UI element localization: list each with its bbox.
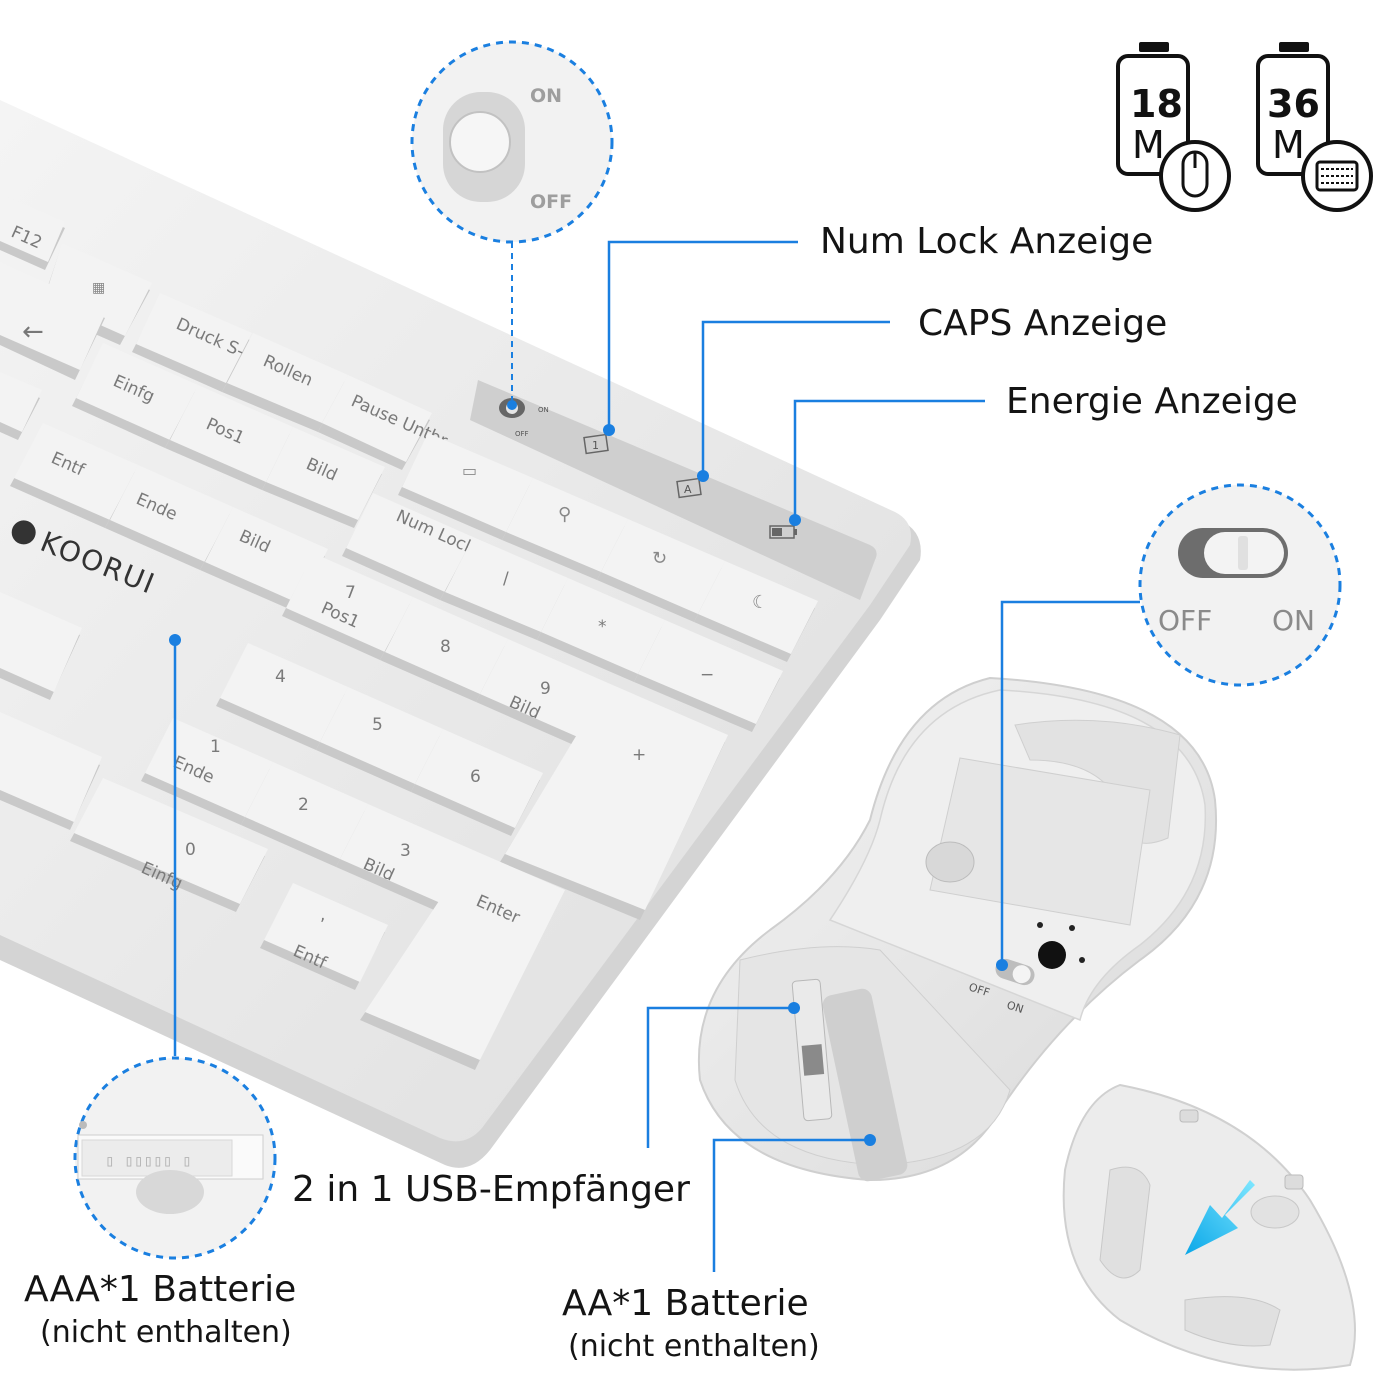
key-1-label: 1: [210, 737, 221, 757]
num-lock-indicator: 1: [583, 433, 609, 455]
mouse-icon: [1181, 150, 1209, 198]
calculator-icon: ▦: [92, 280, 105, 296]
slide-arrow-icon: [1185, 1180, 1255, 1255]
key-minus[interactable]: −: [634, 620, 783, 732]
svg-text:A: A: [684, 483, 692, 496]
key-comma-label: ,: [320, 905, 325, 925]
key-7-label: 7: [345, 583, 356, 603]
key-2[interactable]: 2: [241, 762, 368, 867]
key-left-edge-1[interactable]: [0, 592, 82, 700]
indicator-panel: [470, 380, 877, 600]
key-einfg[interactable]: Einfg: [72, 343, 198, 448]
num-lock-label: Num Lock Anzeige: [820, 221, 1154, 262]
svg-text:▯ ▯▯▯▯▯ ▯: ▯ ▯▯▯▯▯ ▯: [105, 1151, 192, 1170]
key-1[interactable]: 1 Ende: [141, 718, 273, 825]
caps-indicator: A: [676, 477, 702, 499]
zoom-on-label: ON: [530, 85, 562, 107]
monitor-icon: ▭: [462, 461, 477, 480]
key-ende[interactable]: Ende: [105, 465, 233, 570]
key-5-label: 5: [372, 715, 383, 735]
key-plus-label: +: [632, 745, 646, 765]
key-left-edge-3[interactable]: [0, 372, 42, 440]
battery-badge-mouse-number: 18: [1130, 82, 1183, 126]
key-entf[interactable]: Entf: [10, 423, 138, 528]
backspace-arrow-icon: ←: [22, 317, 44, 347]
callout-lines: [169, 240, 1140, 1272]
key-refresh[interactable]: ↻: [597, 519, 725, 622]
key-enter[interactable]: Enter: [360, 850, 565, 1070]
search-icon: ⚲: [558, 504, 571, 525]
key-2-label: 2: [298, 795, 309, 815]
battery-badge-mouse: 18 M: [1116, 42, 1231, 212]
key-search[interactable]: ⚲: [502, 478, 628, 580]
energy-label: Energie Anzeige: [1006, 381, 1298, 422]
mouse-switch-zoom: OFF ON: [1138, 483, 1342, 687]
energy-indicator: [769, 525, 797, 539]
mouse-battery-cover: [1062, 1083, 1356, 1371]
mouse-zoom-on: ON: [1272, 604, 1315, 637]
key-slash[interactable]: /: [440, 537, 568, 640]
key-comma[interactable]: , Entf: [260, 883, 388, 990]
usb-receiver-zoom: ▯ ▯▯▯▯▯ ▯: [73, 1056, 277, 1260]
key-minus-label: −: [700, 665, 714, 685]
refresh-icon: ↻: [652, 548, 667, 569]
key-8-label: 8: [440, 637, 451, 657]
key-7[interactable]: 7 Pos1: [282, 553, 413, 660]
panel-switch-off: OFF: [515, 430, 529, 438]
key-plus[interactable]: +: [500, 683, 728, 920]
key-0[interactable]: 0 Einfg: [70, 778, 268, 912]
usb-receiver-label: 2 in 1 USB-Empfänger: [292, 1169, 690, 1210]
zoom-off-label: OFF: [530, 191, 572, 213]
moon-icon: ☾: [752, 592, 768, 613]
key-display[interactable]: ▭: [398, 433, 533, 540]
battery-badge-keyboard-unit: M: [1272, 123, 1305, 167]
aaa-note-label: (nicht enthalten): [40, 1315, 292, 1350]
keyboard-icon: [1315, 160, 1359, 192]
battery-badge-keyboard: 36 M: [1256, 42, 1373, 212]
keyboard: F12 ▦ ← Druck S-Abf: [0, 100, 921, 1168]
key-6-label: 6: [470, 767, 481, 787]
key-4-label: 4: [275, 667, 286, 687]
key-sleep[interactable]: ☾: [694, 561, 818, 662]
key-star-label: *: [598, 617, 607, 637]
key-9-label: 9: [540, 679, 551, 699]
aaa-battery-label: AAA*1 Batterie: [24, 1269, 297, 1310]
key-bild-up[interactable]: Bild: [262, 427, 385, 528]
key-5[interactable]: 5: [316, 687, 443, 792]
mouse-zoom-off: OFF: [1158, 604, 1212, 637]
key-slash-label: /: [503, 569, 509, 589]
key-0-label: 0: [185, 840, 196, 860]
key-f12[interactable]: F12: [0, 194, 65, 270]
key-6[interactable]: 6: [411, 729, 543, 836]
aa-note-label: (nicht enthalten): [568, 1329, 820, 1364]
aa-battery: [822, 988, 908, 1182]
key-left-edge-2[interactable]: [0, 712, 102, 830]
caps-label: CAPS Anzeige: [918, 303, 1168, 344]
key-3-label: 3: [400, 841, 411, 861]
mouse-switch-on: ON: [1005, 998, 1025, 1016]
battery-badge-mouse-unit: M: [1132, 123, 1165, 167]
key-star[interactable]: *: [537, 578, 665, 682]
key-pause[interactable]: Pause Untbr: [318, 375, 450, 470]
key-backspace[interactable]: ←: [0, 262, 107, 380]
key-4[interactable]: 4: [216, 643, 348, 750]
key-bild-down[interactable]: Bild: [200, 507, 328, 612]
mouse-switch-off: OFF: [967, 980, 991, 999]
aa-battery-label: AA*1 Batterie: [562, 1283, 809, 1324]
key-8[interactable]: 8: [380, 597, 508, 702]
panel-switch-on: ON: [538, 406, 549, 414]
mouse: OFF ON: [697, 676, 1217, 1182]
keyboard-switch-zoom: ON OFF: [410, 40, 614, 244]
battery-badge-keyboard-number: 36: [1267, 82, 1320, 126]
key-rollen[interactable]: Rollen: [222, 333, 348, 432]
key-pos1[interactable]: Pos1: [165, 385, 293, 490]
svg-text:1: 1: [592, 439, 599, 452]
